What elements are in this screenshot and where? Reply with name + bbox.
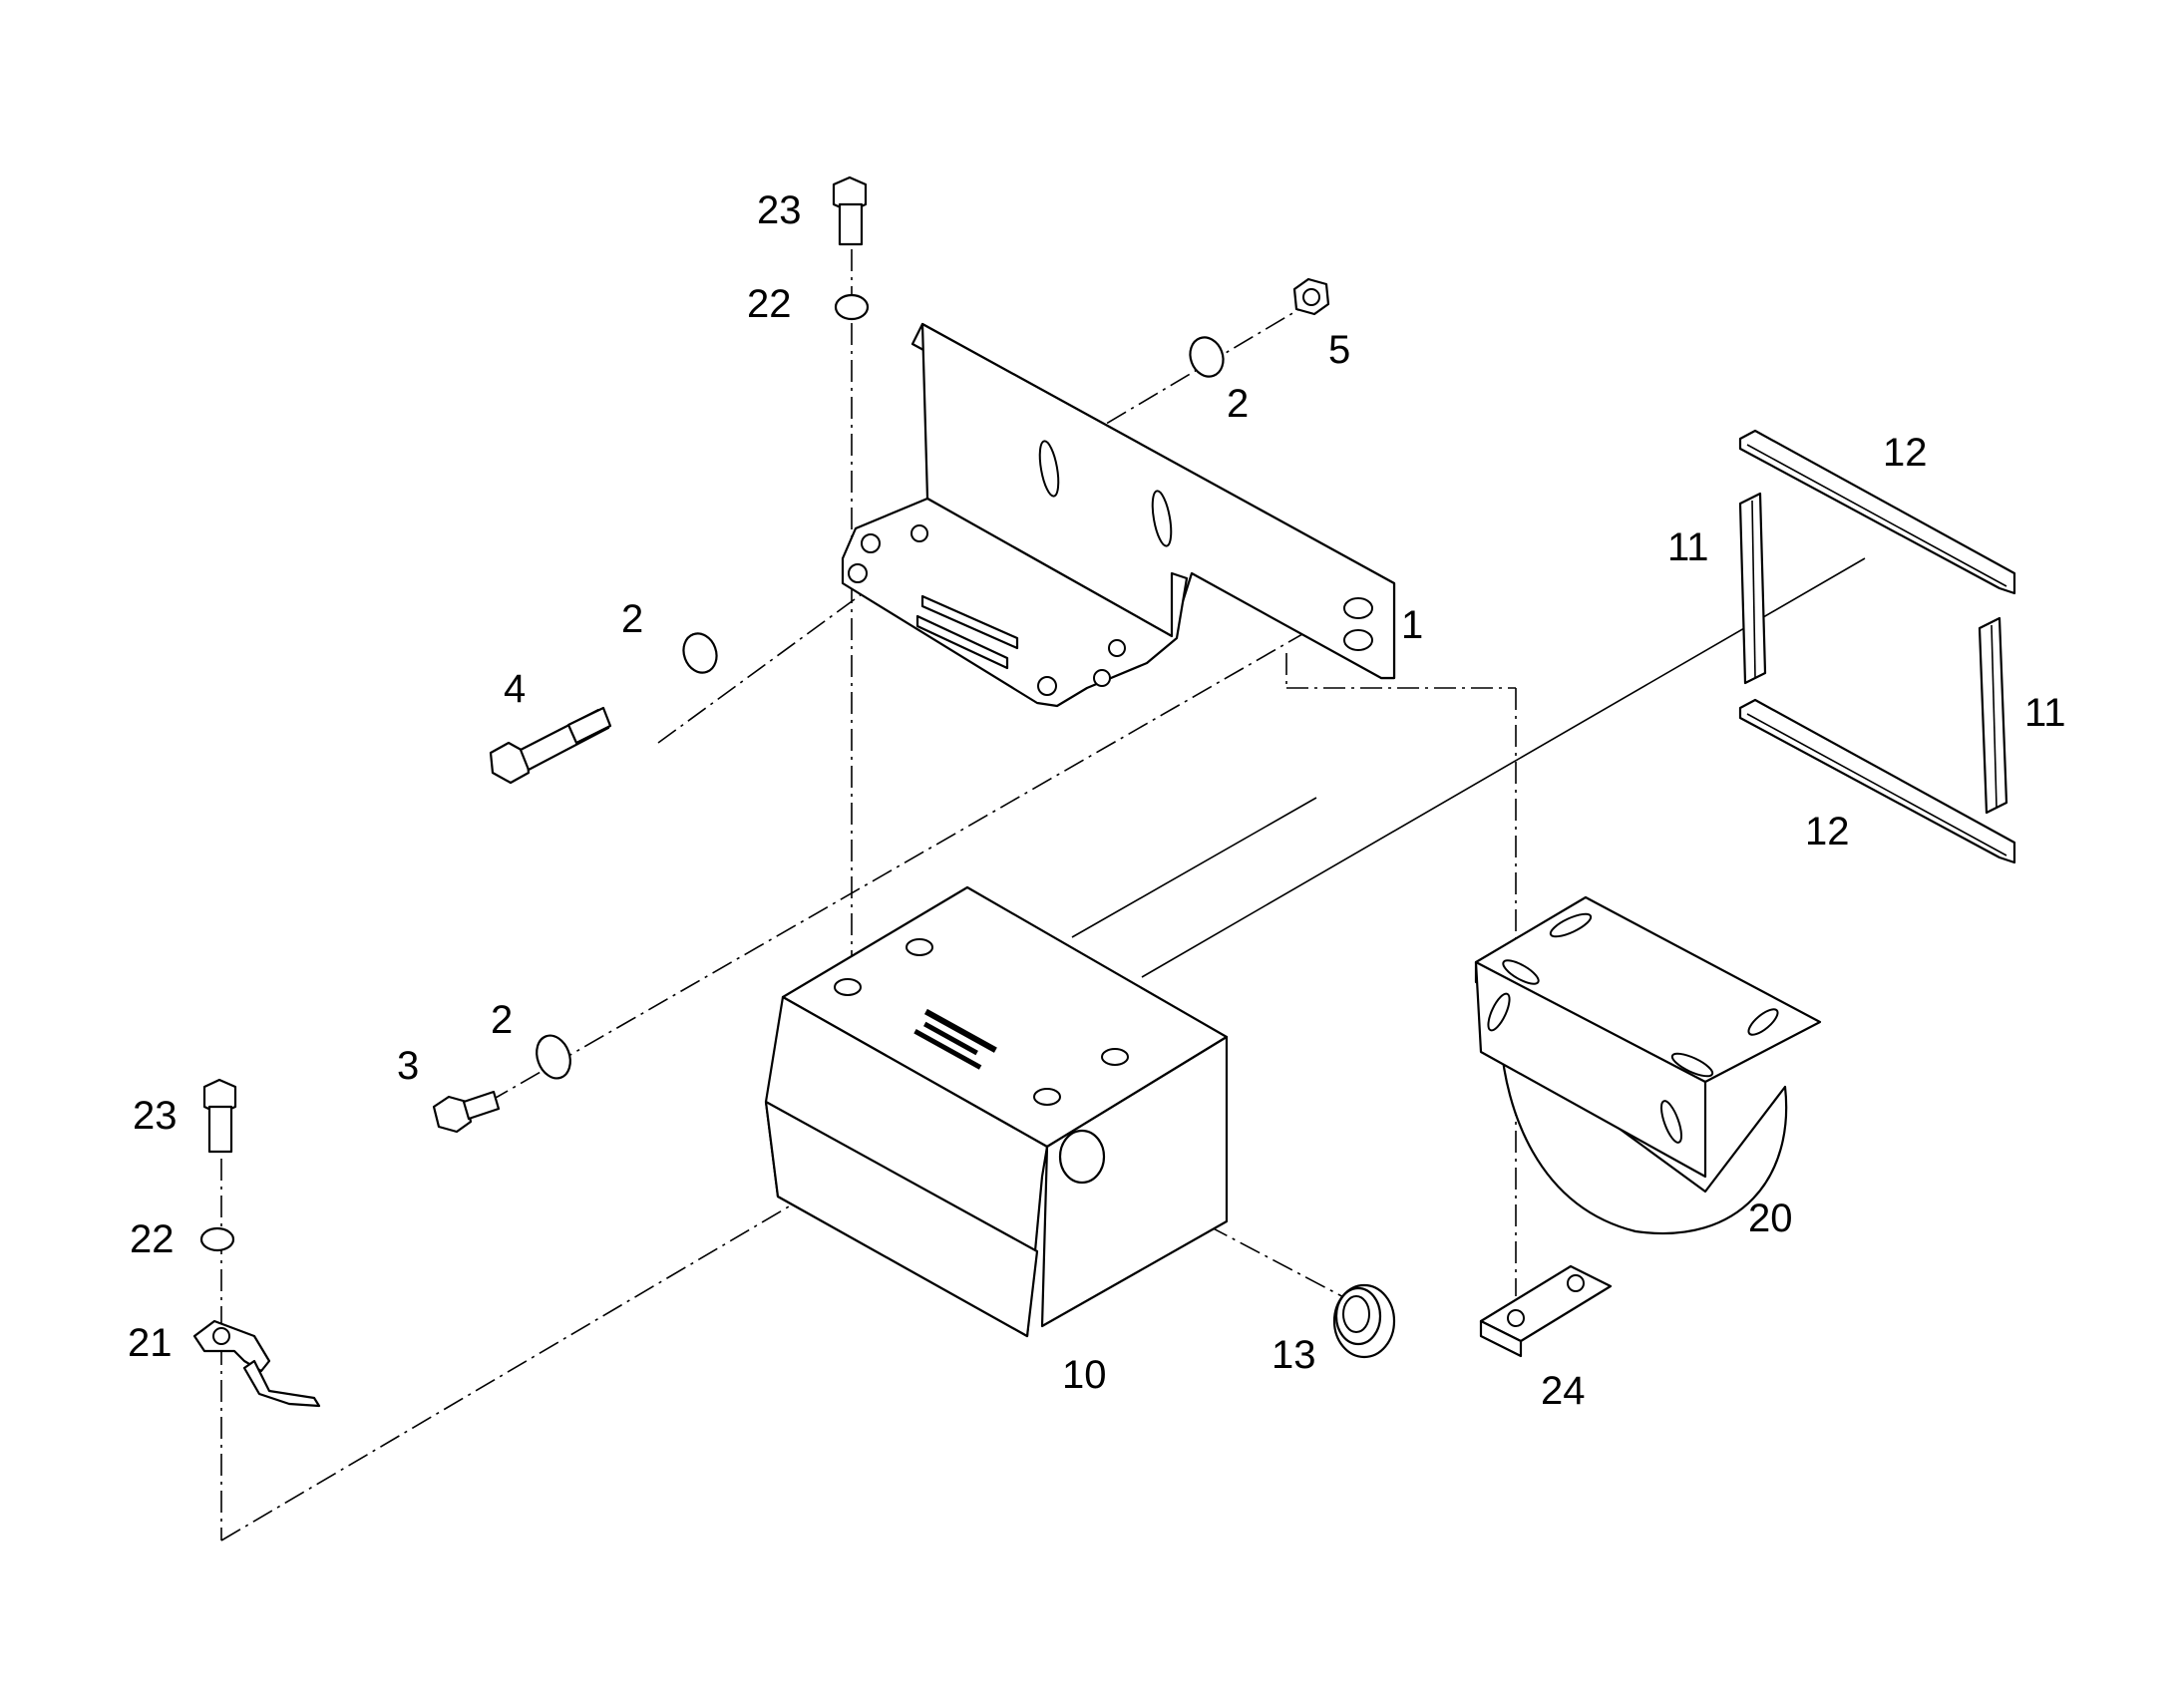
callout-22-left: 22 — [130, 1217, 175, 1261]
washer-2-lower — [536, 1034, 571, 1080]
bracket-slot-long-2 — [915, 614, 1009, 670]
callout-labels: 23 22 5 2 1 2 4 2 3 23 22 21 10 13 24 20… — [128, 188, 2066, 1413]
ground-lug-21-hole — [212, 1327, 230, 1345]
box-stamp-line-3 — [913, 1028, 982, 1070]
fastener-bolt-23-left — [202, 1078, 237, 1154]
callout-23-left: 23 — [133, 1094, 178, 1138]
bracket-hole-c — [848, 563, 868, 583]
box-mount-hole-1 — [834, 978, 862, 996]
bolt-23-left-head — [202, 1078, 237, 1116]
grommet-hole — [1342, 1295, 1370, 1333]
callout-12-bottom: 12 — [1805, 810, 1850, 854]
washer-2-top — [1189, 336, 1225, 378]
seal-strips — [1738, 429, 2016, 864]
cover-curved-body — [1499, 1040, 1788, 1234]
fastener-nut-5 — [1292, 277, 1330, 316]
box-mount-hole-3 — [1101, 1048, 1129, 1066]
box-front-bevel — [764, 1100, 1039, 1338]
callout-11-left: 11 — [1667, 525, 1709, 569]
nut-5-hole — [1302, 288, 1320, 306]
leader-box-top — [1071, 797, 1317, 938]
bracket-slot-side-bottom — [1343, 629, 1373, 651]
bolt-4-head — [489, 741, 531, 785]
callout-1: 1 — [1401, 603, 1423, 647]
callout-22-top: 22 — [747, 282, 792, 326]
bolt-3-shank — [462, 1090, 501, 1121]
fastener-bolt-3 — [432, 1090, 501, 1134]
ground-lug-21-tail — [242, 1359, 321, 1408]
axis-bolt4-bracket — [657, 458, 1048, 744]
callout-21: 21 — [128, 1321, 173, 1365]
callout-12-top: 12 — [1883, 431, 1928, 475]
seal-strip-11-right — [1978, 616, 2008, 815]
callout-2-top: 2 — [1227, 382, 1249, 426]
seal-strip-11-left-groove — [1751, 500, 1756, 679]
box-mount-hole-2 — [906, 938, 933, 956]
cover-front-flange — [1474, 960, 1707, 1179]
callout-20: 20 — [1748, 1196, 1793, 1240]
callout-24: 24 — [1541, 1369, 1586, 1413]
box-stamp-text — [913, 1008, 997, 1070]
cover-part — [1474, 895, 1822, 1234]
seal-strip-12-top-groove — [1746, 444, 2007, 587]
callout-13: 13 — [1272, 1333, 1316, 1377]
callout-2-left: 2 — [621, 597, 643, 641]
fastener-bolt-4 — [489, 706, 612, 785]
seal-strip-12-bottom-groove — [1746, 713, 2007, 856]
washer-2-left — [682, 632, 718, 674]
clamp-plate-hole-1 — [1507, 1309, 1525, 1327]
clamp-plate-side — [1479, 1319, 1523, 1358]
callout-10: 10 — [1062, 1353, 1107, 1397]
callout-3: 3 — [397, 1044, 419, 1088]
box-stamp-line-2 — [922, 1021, 978, 1056]
callout-23-top: 23 — [757, 188, 802, 232]
ground-lug-21 — [192, 1319, 321, 1408]
bolt-4-thread — [566, 706, 612, 745]
cover-slot-1 — [1549, 912, 1593, 938]
box-cable-hole — [1058, 1129, 1106, 1185]
bracket-base-plate — [841, 497, 1189, 708]
bolt-23-top-shank — [838, 202, 864, 246]
washer-22-left — [199, 1226, 235, 1252]
box-right-face — [1040, 1035, 1229, 1328]
bolt-23-left-shank — [207, 1105, 233, 1154]
cover-slot-2 — [1502, 959, 1540, 985]
seal-strip-11-left — [1738, 492, 1767, 685]
washer-22-top — [834, 293, 870, 321]
callout-2-lower: 2 — [491, 998, 513, 1042]
box-mount-hole-4 — [1033, 1088, 1061, 1106]
seal-strip-11-right-groove — [1991, 624, 1998, 809]
bracket-part — [841, 322, 1396, 708]
bracket-hole-a — [861, 533, 881, 553]
bracket-slot-upper-right — [1151, 490, 1173, 547]
bracket-hole-b — [910, 524, 928, 542]
clamp-plate-hole-2 — [1567, 1274, 1585, 1292]
box-stamp-line-1 — [923, 1008, 997, 1053]
bracket-slot-upper-left — [1038, 440, 1060, 498]
cover-slot-3 — [1670, 1052, 1714, 1078]
clamp-plate-part — [1479, 1264, 1613, 1358]
callout-11-right: 11 — [2024, 691, 2066, 735]
bracket-hole-e — [1093, 669, 1111, 687]
axis-bolt3-bracket — [488, 602, 1357, 1103]
bolt-23-top-head — [832, 175, 868, 213]
bracket-slot-long-1 — [920, 594, 1019, 650]
enclosure-box-part — [764, 885, 1229, 1338]
ground-lug-21-tab — [192, 1319, 271, 1373]
cover-slot-5 — [1487, 992, 1511, 1032]
bolt-3-head — [432, 1095, 473, 1134]
bracket-hole-d — [1037, 676, 1057, 696]
bracket-slot-side-top — [1343, 597, 1373, 619]
fastener-bolt-23-top — [832, 175, 868, 246]
callout-4: 4 — [504, 667, 526, 711]
callout-5: 5 — [1328, 328, 1350, 372]
bracket-hole-f — [1108, 639, 1126, 657]
grommet-part — [1332, 1283, 1396, 1359]
cover-slot-6 — [1660, 1100, 1682, 1144]
cover-slot-4 — [1747, 1008, 1779, 1036]
